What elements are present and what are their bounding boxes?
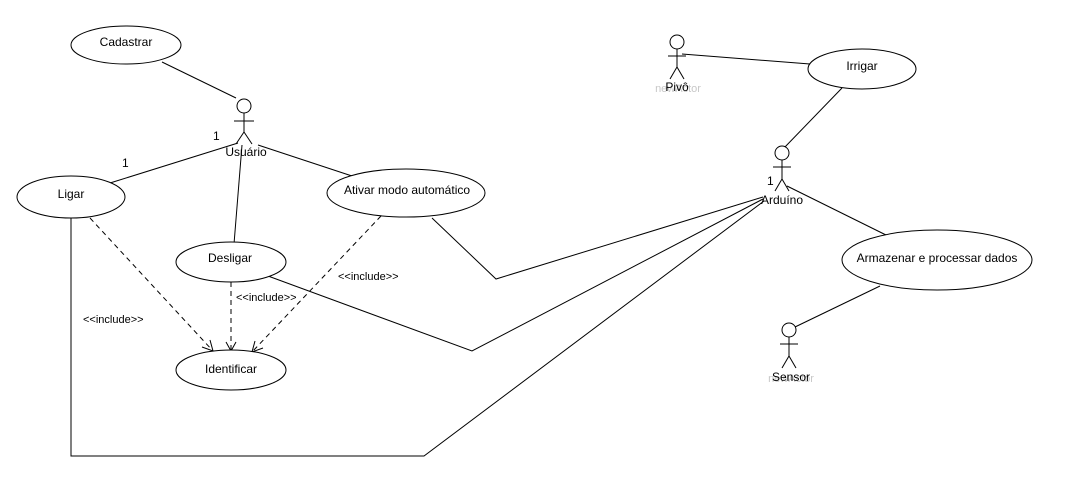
use-case-ligar-label: Ligar <box>58 187 85 201</box>
use-case-desligar[interactable]: Desligar <box>175 241 287 283</box>
use-case-cadastrar-label: Cadastrar <box>100 35 153 49</box>
actor-usuario-label: Usuário <box>225 145 267 159</box>
include-label-ativar: <<include>> <box>338 271 399 283</box>
assoc-desligar-arduino <box>267 198 764 352</box>
use-case-irrigar[interactable]: Irrigar <box>807 48 917 90</box>
actor-arduino[interactable]: Arduíno <box>761 145 803 207</box>
use-case-armazenar-processar[interactable]: Armazenar e processar dados <box>841 229 1033 291</box>
include-ativar-identificar <box>251 215 382 353</box>
multiplicity-usuario: 1 <box>213 129 220 143</box>
include-label-desligar: <<include>> <box>236 292 297 304</box>
assoc-usuario-desligar <box>233 144 243 245</box>
assoc-ativar-arduino <box>431 196 764 280</box>
actor-pivo[interactable]: newActor Pivô <box>655 34 701 95</box>
actor-sensor-ghost-label: newActor <box>768 373 814 385</box>
use-case-ligar[interactable]: Ligar <box>16 175 126 219</box>
use-case-ativar-label: Ativar modo automático <box>344 183 470 197</box>
assoc-ligar-arduino <box>70 200 765 457</box>
include-ligar-identificar <box>89 217 214 352</box>
include-label-ligar: <<include>> <box>83 314 144 326</box>
assoc-cadastrar-usuario <box>161 61 237 99</box>
actor-usuario[interactable]: Usuário <box>225 98 267 159</box>
assoc-irrigar-arduino <box>783 87 843 149</box>
use-case-armazenar-label: Armazenar e processar dados <box>857 251 1018 265</box>
actor-pivo-ghost-label: newActor <box>655 83 701 95</box>
actor-arduino-label: Arduíno <box>761 193 803 207</box>
use-case-irrigar-label: Irrigar <box>846 59 877 73</box>
use-case-cadastrar[interactable]: Cadastrar <box>70 25 182 65</box>
use-case-identificar[interactable]: Identificar <box>175 349 287 391</box>
use-case-ativar-modo-automatico[interactable]: Ativar modo automático <box>326 168 486 218</box>
actor-sensor-label: Sensor <box>772 370 810 384</box>
actor-sensor[interactable]: newActor Sensor <box>768 322 814 385</box>
use-case-identificar-label: Identificar <box>205 362 257 376</box>
multiplicity-arduino: 1 <box>767 174 774 188</box>
actor-pivo-label: Pivô <box>665 80 689 94</box>
multiplicity-ligar: 1 <box>122 156 129 170</box>
assoc-usuario-ligar <box>109 142 239 184</box>
use-case-desligar-label: Desligar <box>208 251 252 265</box>
assoc-armazenar-sensor <box>794 285 881 328</box>
assoc-usuario-ativar <box>257 144 353 177</box>
assoc-pivo-irrigar <box>681 53 811 65</box>
assoc-arduino-armazenar <box>786 185 887 236</box>
